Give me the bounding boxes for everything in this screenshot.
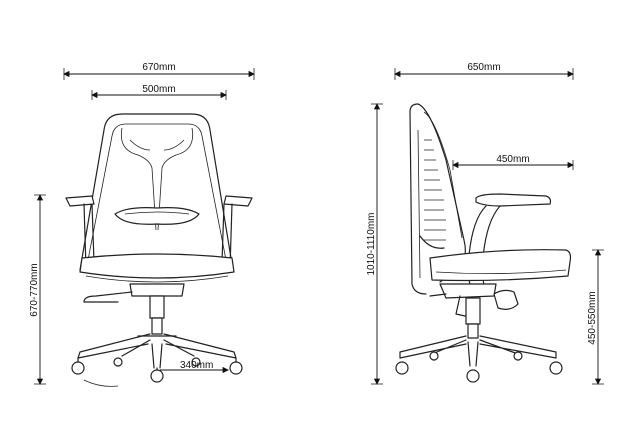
seat-height-dimension: 450-550mm: [587, 249, 604, 385]
front-lever: [83, 291, 133, 303]
armrest-height-dimension: 670-770mm: [29, 194, 46, 385]
overall-width-label: 670mm: [142, 62, 175, 73]
side-base: [399, 335, 557, 367]
side-gas-cylinder: [465, 297, 481, 325]
front-lumbar-support: [114, 207, 200, 225]
seat-depth-label: 450mm: [496, 154, 529, 165]
armrest-height-label: 670-770mm: [29, 263, 40, 316]
front-gas-cylinder: [149, 295, 165, 319]
seat-height-label: 450-550mm: [587, 291, 598, 344]
front-base: [77, 333, 237, 369]
front-mesh-rib-right: [157, 127, 194, 231]
side-casters: [395, 351, 563, 383]
overall-height-dimension: 1010-1110mm: [366, 103, 383, 385]
front-backrest-inner: [87, 123, 227, 261]
base-radius-dimension: 340mm: [160, 360, 229, 374]
overall-height-label: 1010-1110mm: [366, 213, 377, 276]
front-width-dimension: 670mm: [63, 62, 255, 80]
backrest-width-label: 500mm: [142, 84, 175, 95]
side-backrest: [409, 103, 427, 295]
side-armrest: [475, 193, 552, 207]
side-seat: [429, 249, 572, 282]
side-view: [395, 103, 572, 383]
base-radius-label: 340mm: [180, 360, 213, 371]
front-armrest-right: [223, 195, 253, 207]
front-seat: [79, 253, 235, 279]
seat-depth-dimension: 450mm: [452, 154, 574, 170]
backrest-width-dimension: 500mm: [91, 84, 227, 100]
front-casters: [71, 357, 243, 383]
overall-depth-dimension: 650mm: [394, 62, 574, 80]
side-mesh: [424, 139, 446, 241]
overall-depth-label: 650mm: [467, 62, 500, 73]
front-view: [65, 113, 253, 387]
front-mesh-rib-left: [120, 127, 157, 231]
front-armrest-left: [65, 195, 95, 207]
front-backrest-frame: [79, 113, 234, 271]
side-knob: [493, 289, 519, 310]
